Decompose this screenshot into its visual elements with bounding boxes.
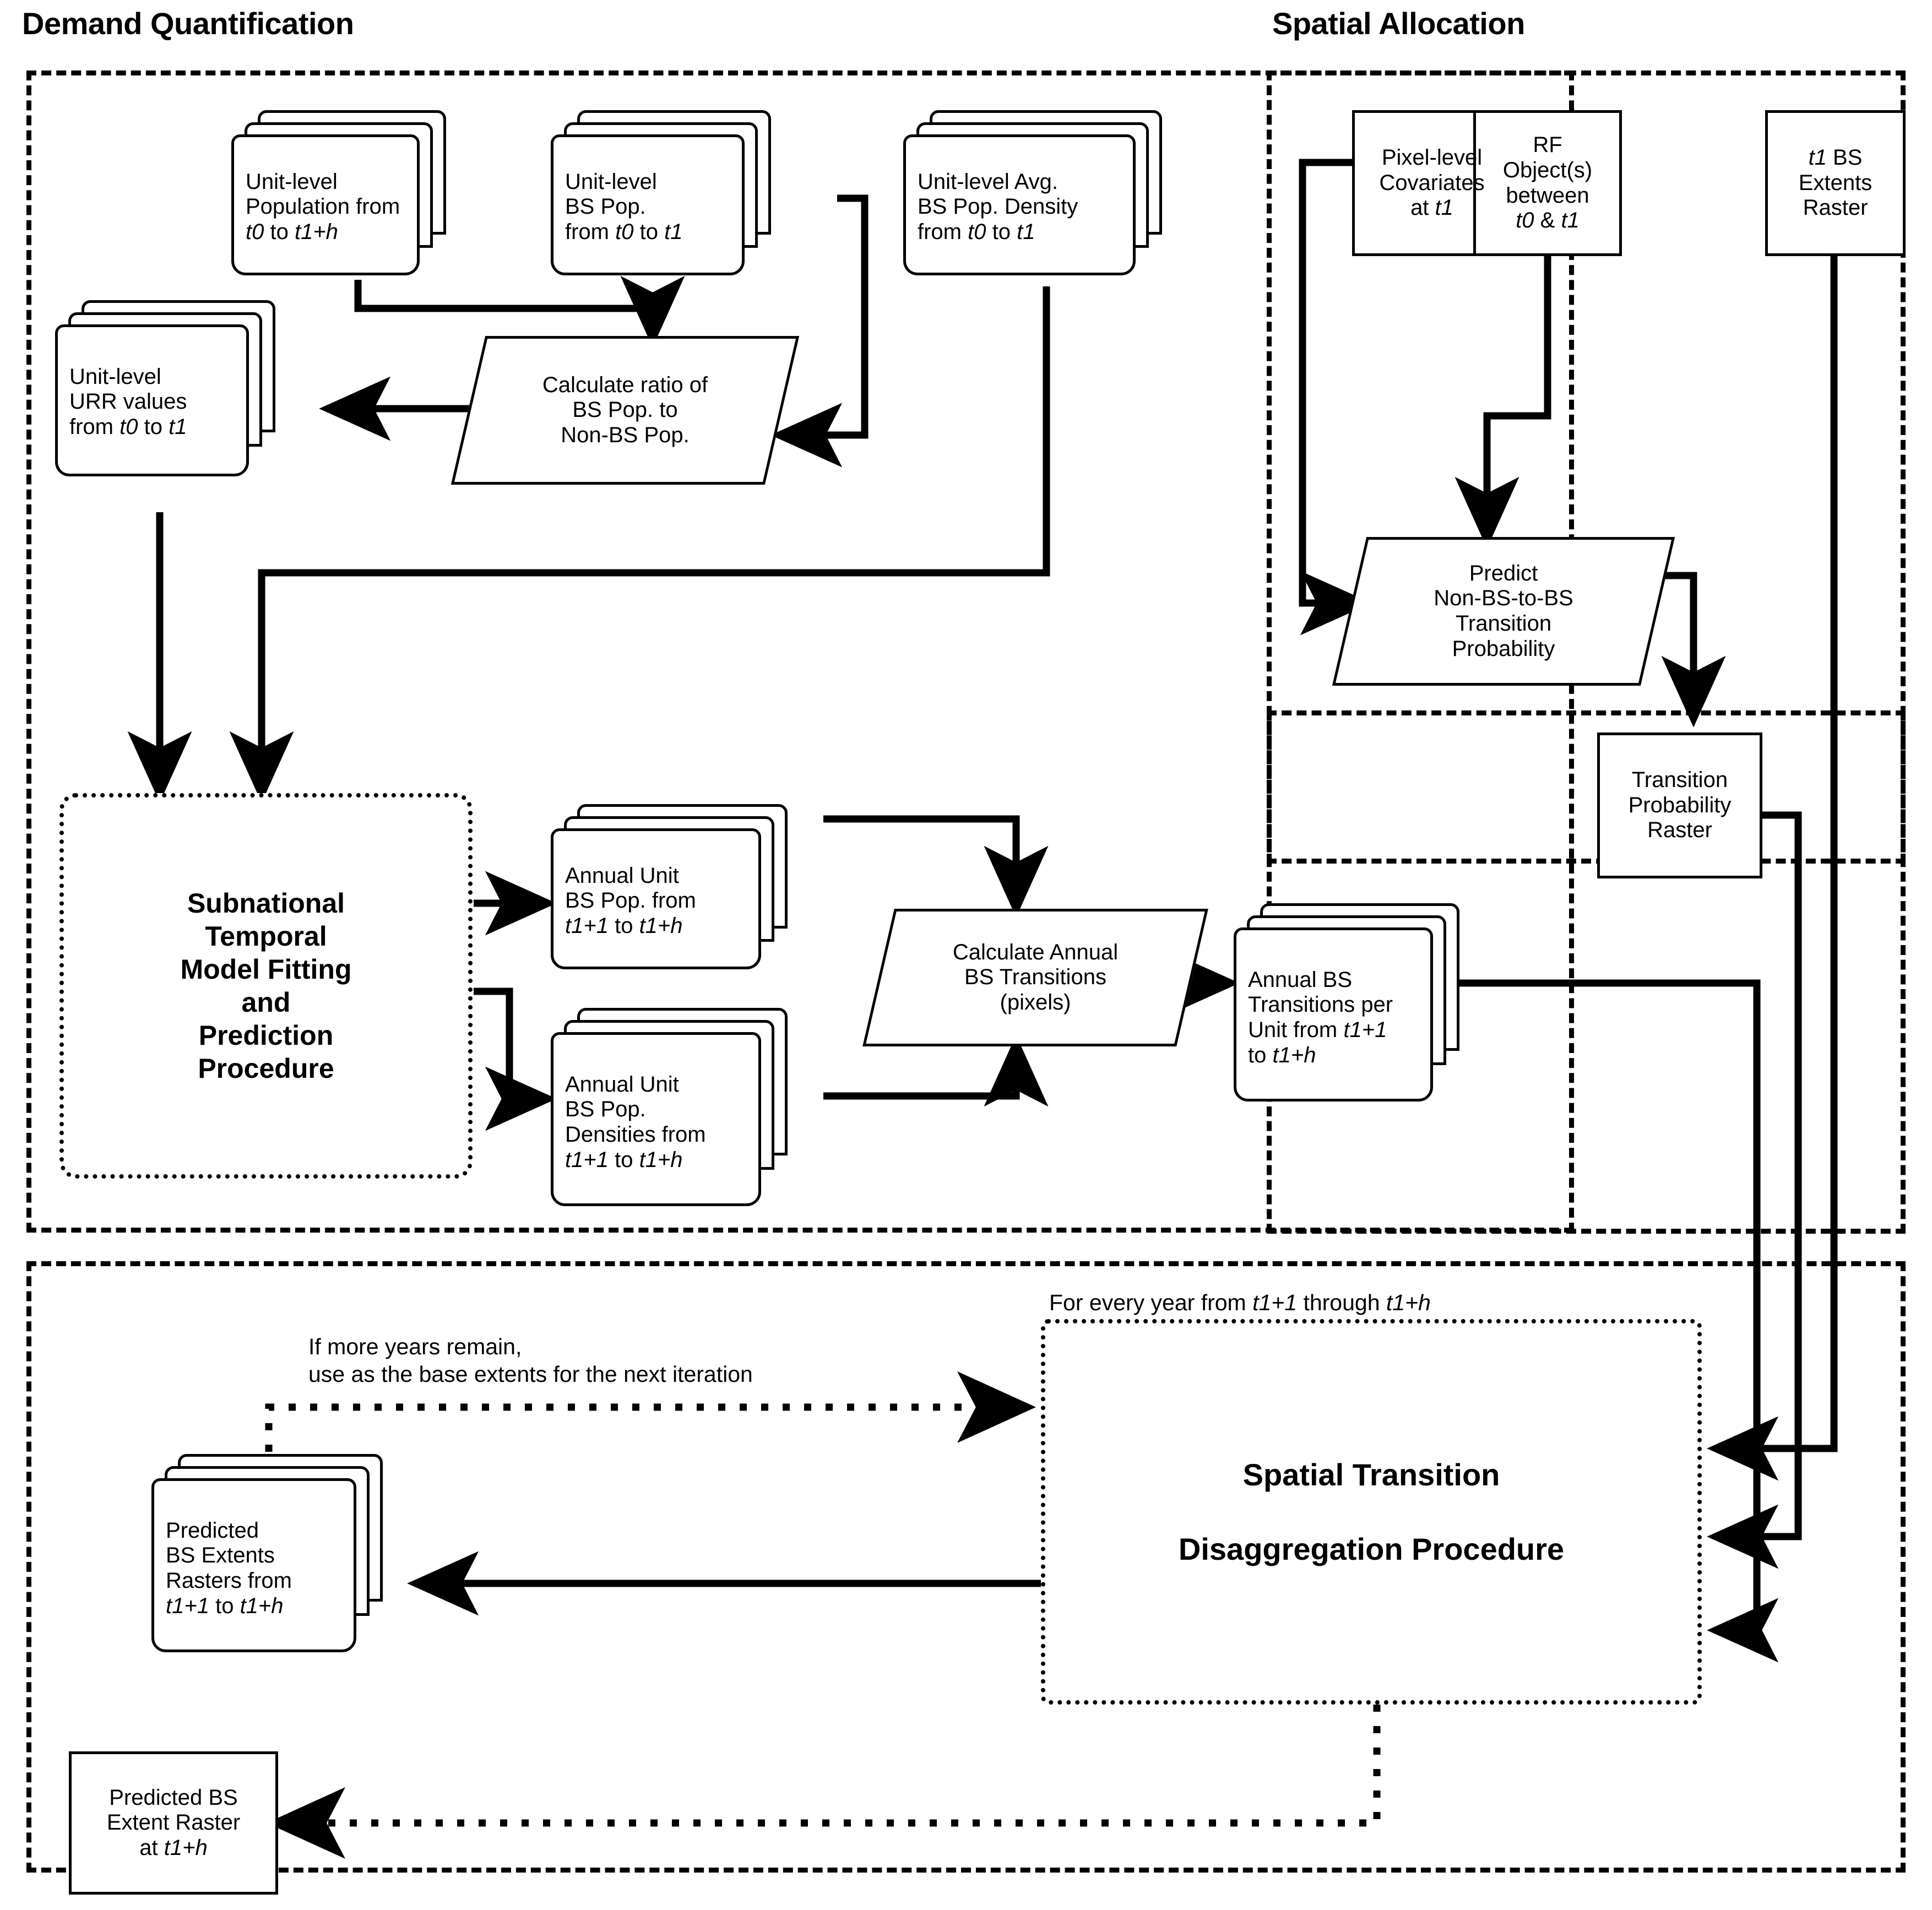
doc-sheet-front <box>551 1032 761 1206</box>
doc-sheet-front <box>55 324 249 476</box>
spatial-allocation-group <box>1267 70 1906 864</box>
annotation-if-more-years: If more years remain,use as the base ext… <box>308 1334 753 1387</box>
doc-sheet-front <box>551 134 745 275</box>
iteration-group <box>26 1261 1906 1873</box>
annotation-for-every-year: For every year from t1+1 through t1+h <box>1049 1290 1431 1315</box>
doc-sheet-front <box>1234 927 1433 1101</box>
spatial-allocation-title: Spatial Allocation <box>1272 6 1525 41</box>
doc-sheet-front <box>231 134 420 275</box>
doc-sheet-front <box>151 1478 356 1652</box>
doc-sheet-front <box>551 828 761 969</box>
doc-sheet-front <box>903 134 1136 275</box>
demand-quantification-title: Demand Quantification <box>22 6 354 41</box>
